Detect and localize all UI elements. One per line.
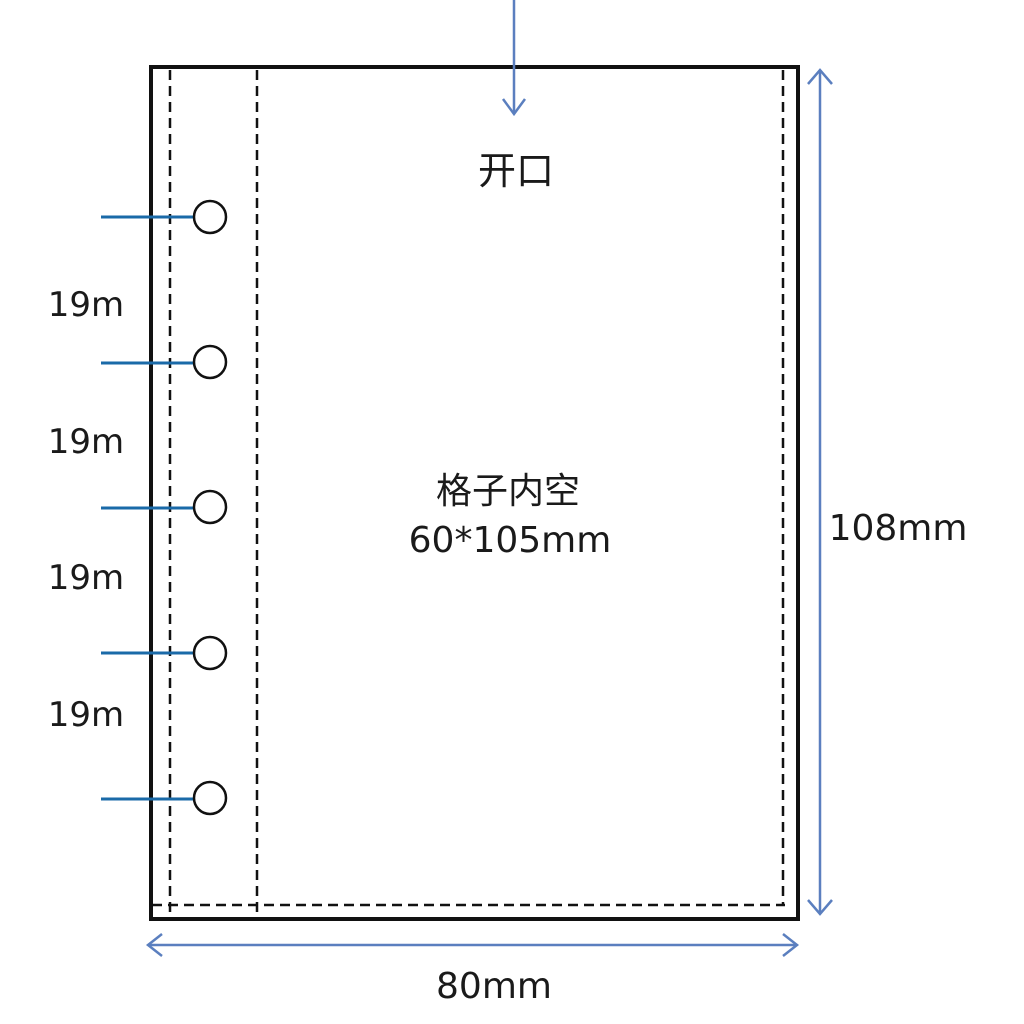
height-arrow-top [807, 68, 833, 85]
height-arrow-bottom [807, 899, 833, 916]
inner-size-value: 60*105mm [409, 520, 612, 561]
width-label: 80mm [436, 966, 552, 1007]
binder-hole [192, 780, 228, 816]
hole-spacing-label: 19m [48, 285, 124, 325]
opening-arrow-head [501, 98, 527, 117]
height-label: 108mm [829, 508, 968, 549]
binder-hole [192, 344, 228, 380]
binder-hole [192, 489, 228, 525]
binder-hole [192, 635, 228, 671]
hole-spacing-label: 19m [48, 695, 124, 735]
width-arrow-right [782, 933, 800, 957]
inner-size-title: 格子内空 [436, 471, 580, 512]
hole-spacing-label: 19m [48, 558, 124, 598]
binder-hole [192, 199, 228, 235]
hole-spacing-label: 19m [48, 422, 124, 462]
sheet-outline [149, 65, 800, 921]
binder-holes [101, 199, 228, 816]
width-arrow-left [145, 933, 163, 957]
opening-label: 开口 [478, 149, 554, 193]
